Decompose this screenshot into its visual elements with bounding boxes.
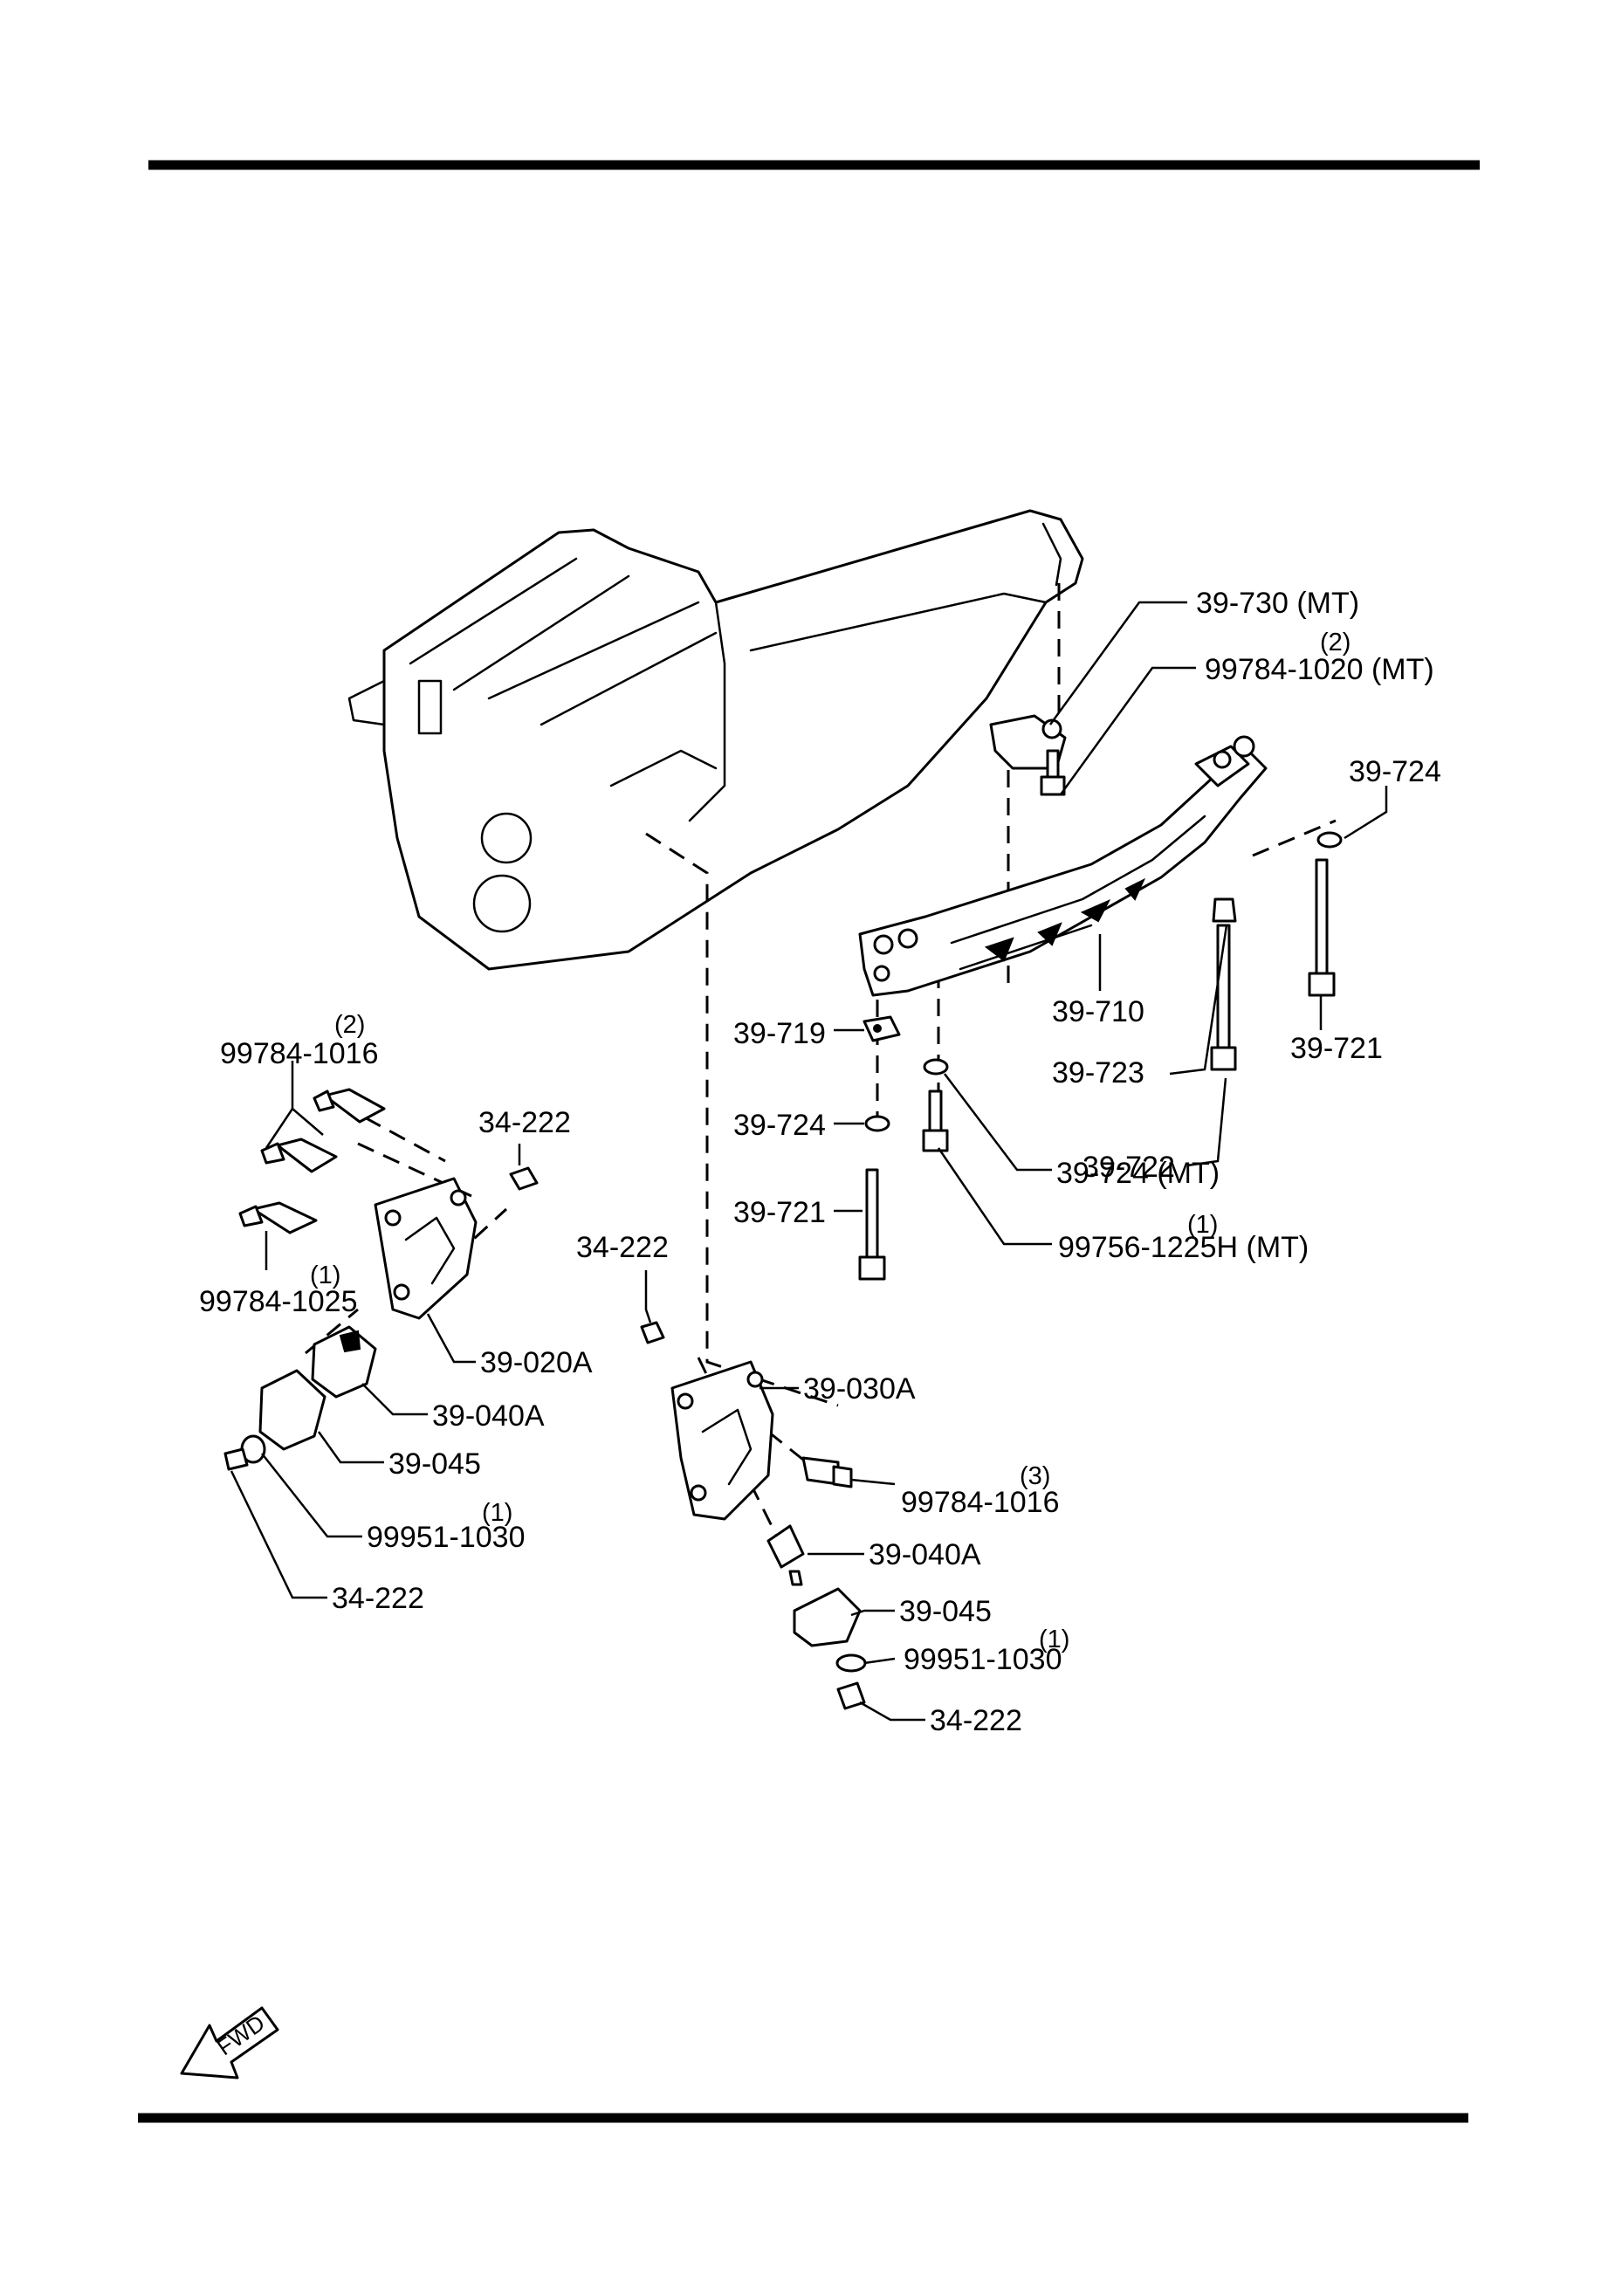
callout-39-030a: 39-030A — [803, 1372, 916, 1406]
leader-lines — [230, 601, 1388, 1722]
callout-99784-1016: 99784-1016 — [220, 1037, 379, 1070]
callout-qty: (2) — [1320, 629, 1351, 656]
callout-qty: (3) — [1020, 1462, 1050, 1490]
engine-transmission-illustration — [347, 509, 1084, 971]
callout-39-724: 39-724 — [1349, 755, 1441, 788]
crossmember — [858, 735, 1268, 997]
callout-39-719: 39-719 — [733, 1017, 826, 1050]
callout-39-724: 39-724 — [733, 1109, 826, 1142]
callout-39-045: 39-045 — [388, 1447, 481, 1481]
callout-39-721: 39-721 — [1290, 1032, 1383, 1065]
callout-39-040a: 39-040A — [432, 1399, 545, 1433]
callout-qty: (1) — [1039, 1626, 1069, 1653]
callout-39-020a: 39-020A — [480, 1346, 593, 1379]
bracket-mt — [989, 714, 1067, 796]
left-mount-assembly — [223, 1088, 539, 1471]
callout-qty: (1) — [1187, 1211, 1218, 1239]
callout-99784-1016: 99784-1016 — [901, 1486, 1060, 1519]
callout-39-040a: 39-040A — [869, 1538, 981, 1571]
right-mount-assembly — [640, 1321, 866, 1710]
callout-34-222: 34-222 — [478, 1106, 571, 1139]
callout-qty: (1) — [310, 1261, 340, 1289]
callout-99756-1225h-mt: 99756-1225H (MT) — [1058, 1231, 1309, 1264]
callout-34-222: 34-222 — [930, 1704, 1022, 1737]
callout-39-723: 39-723 — [1052, 1056, 1144, 1090]
callout-qty: (1) — [482, 1499, 512, 1527]
callout-39-710: 39-710 — [1052, 995, 1144, 1028]
callout-99951-1030: 99951-1030 — [904, 1643, 1062, 1676]
bolts-crossmember — [858, 858, 1336, 1281]
callout-qty: (2) — [334, 1011, 365, 1039]
callout-99784-1020-mt: 99784-1020 (MT) — [1205, 653, 1434, 686]
washers — [240, 831, 1343, 1673]
bracket-39-719 — [863, 1015, 901, 1042]
callout-39-730-mt: 39-730 (MT) — [1196, 587, 1359, 620]
callout-39-724-mt: 39-724 (MT) — [1056, 1157, 1220, 1190]
callout-labels: 39-730 (MT) (2) 99784-1020 (MT) 39-724 3… — [199, 587, 1441, 1737]
callout-39-721: 39-721 — [733, 1196, 826, 1229]
callout-99951-1030: 99951-1030 — [367, 1521, 526, 1554]
callout-39-722: 39-722 — [1082, 1151, 1175, 1184]
callout-99784-1025: 99784-1025 — [199, 1285, 358, 1318]
callout-34-222: 34-222 — [576, 1231, 669, 1264]
callout-39-045: 39-045 — [899, 1595, 992, 1628]
fwd-arrow-icon: FWD — [180, 2006, 279, 2079]
callout-34-222: 34-222 — [332, 1582, 424, 1615]
